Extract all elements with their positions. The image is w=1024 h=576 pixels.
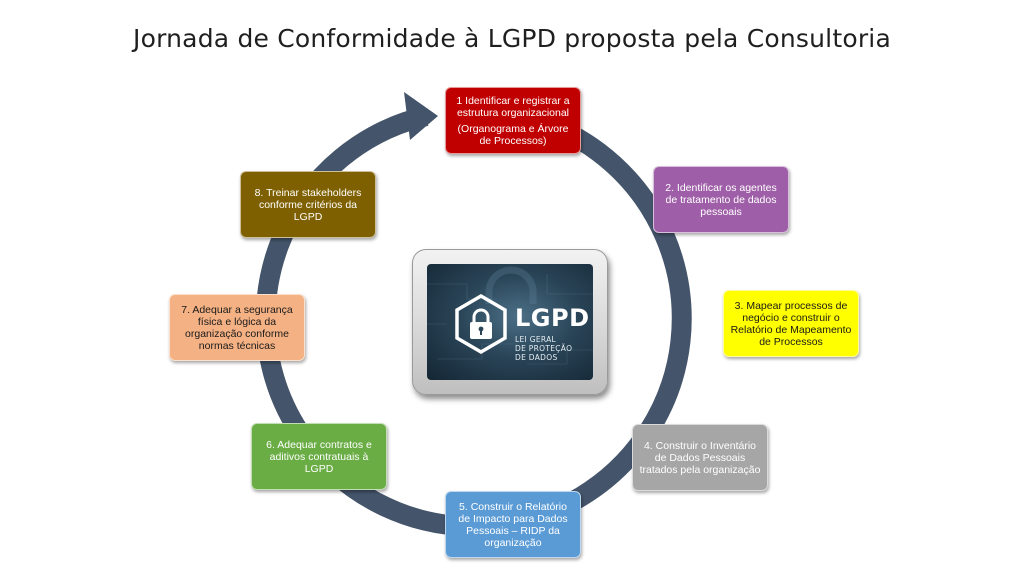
- lgpd-logo-subtitle-line-3: DE DADOS: [515, 353, 558, 362]
- step-4-line-1: 4. Construir o Inventário: [643, 439, 757, 452]
- padlock-shield-icon: [427, 266, 593, 365]
- step-5-line-1: 5. Construir o Relatório: [459, 500, 567, 513]
- step-5-box: 5. Construir o Relatório de Impacto para…: [445, 491, 581, 558]
- lgpd-logo-frame: LGPD LEI GERAL DE PROTEÇÃO DE DADOS: [412, 249, 608, 395]
- lgpd-logo-subtitle-line-2: DE PROTEÇÃO: [515, 344, 573, 353]
- step-8-box: 8. Treinar stakeholders conforme critéri…: [240, 171, 376, 238]
- step-7-box: 7. Adequar a segurança física e lógica d…: [169, 294, 305, 361]
- step-7-line-2: física e lógica da: [197, 315, 277, 328]
- step-8-line-1: 8. Treinar stakeholders: [254, 186, 362, 199]
- lgpd-logo-title: LGPD: [515, 304, 590, 332]
- step-6-line-2: aditivos contratuais à: [269, 450, 369, 463]
- cycle-arrowhead-icon: [404, 92, 438, 140]
- step-3-line-4: de Processos: [759, 335, 823, 348]
- step-2-line-2: de tratamento de dados: [665, 193, 777, 206]
- step-6-line-1: 6. Adequar contratos e: [266, 438, 372, 451]
- step-3-line-3: Relatório de Mapeamento: [730, 323, 852, 336]
- step-2-line-1: 2. Identificar os agentes: [665, 181, 777, 194]
- step-6-box: 6. Adequar contratos e aditivos contratu…: [251, 423, 387, 490]
- step-2-line-3: pessoais: [700, 205, 742, 218]
- step-1-sub-line-2: de Processos): [479, 134, 547, 147]
- step-4-line-2: de Dados Pessoais: [654, 451, 746, 464]
- step-5-line-2: de Impacto para Dados: [458, 512, 568, 525]
- step-1-sub-line-1: (Organograma e Árvore: [457, 122, 569, 135]
- step-3-line-1: 3. Mapear processos de: [734, 299, 848, 312]
- step-6-line-3: LGPD: [304, 462, 334, 475]
- step-4-line-3: tratados pela organização: [639, 463, 761, 476]
- step-4-box: 4. Construir o Inventário de Dados Pesso…: [632, 424, 768, 491]
- lgpd-logo-image: LGPD LEI GERAL DE PROTEÇÃO DE DADOS: [427, 264, 593, 380]
- step-7-line-3: organização conforme: [185, 327, 289, 340]
- step-5-line-4: organização: [484, 536, 542, 549]
- step-7-line-1: 7. Adequar a segurança: [181, 303, 293, 316]
- step-8-line-2: conforme critérios da: [258, 198, 358, 211]
- slide-title: Jornada de Conformidade à LGPD proposta …: [133, 24, 891, 53]
- step-5-line-3: Pessoais – RIDP da: [466, 524, 560, 537]
- step-8-line-3: LGPD: [293, 210, 323, 223]
- step-3-box: 3. Mapear processos de negócio e constru…: [723, 290, 859, 357]
- lgpd-logo-subtitle: LEI GERAL DE PROTEÇÃO DE DADOS: [515, 335, 585, 362]
- lgpd-logo-subtitle-line-1: LEI GERAL: [515, 335, 556, 344]
- step-7-line-4: normas técnicas: [198, 339, 276, 352]
- step-1-line-2: estrutura organizacional: [456, 106, 570, 119]
- step-2-box: 2. Identificar os agentes de tratamento …: [653, 166, 789, 233]
- step-3-line-2: negócio e construir o: [742, 311, 840, 324]
- step-1-box: 1 Identificar e registrar a estrutura or…: [445, 87, 581, 154]
- step-1-line-1: 1 Identificar e registrar a: [456, 94, 570, 107]
